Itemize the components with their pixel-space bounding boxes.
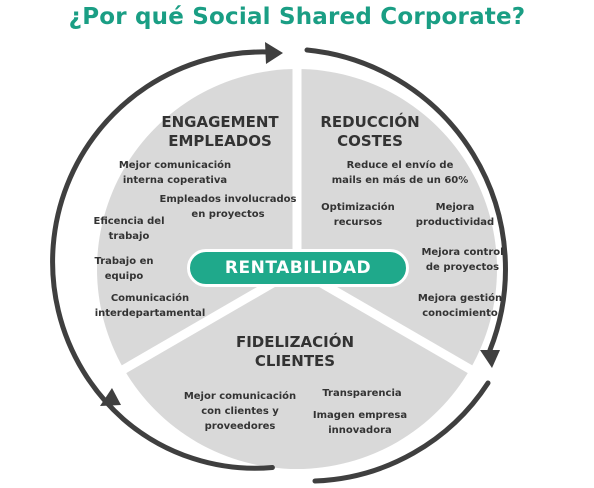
item-fidelizacion-3: Imagen empresa innovadora [312, 410, 408, 436]
item-reduccion-2: Optimización recursos [321, 202, 395, 228]
item-fidelizacion-2: Transparencia [322, 388, 402, 399]
item-fidelizacion-1: Mejor comunicación con clientes y provee… [183, 391, 297, 432]
page-title: ¿Por qué Social Shared Corporate? [68, 4, 526, 30]
item-reduccion-5: Mejora gestión conocimiento [417, 293, 503, 319]
item-engagement-5: Comunicación interdepartamental [94, 293, 206, 319]
cycle-arrow-left [50, 49, 275, 471]
item-reduccion-3: Mejora productividad [415, 202, 495, 228]
heading-engagement: ENGAGEMENT EMPLEADOS [161, 113, 279, 150]
center-pill: RENTABILIDAD [187, 249, 409, 287]
item-engagement-2: Empleados involucrados en proyectos [159, 194, 297, 220]
item-engagement-4: Trabajo en equipo [94, 256, 154, 282]
arrow-head-icon [265, 42, 283, 64]
center-label: RENTABILIDAD [224, 258, 372, 278]
arrow-head-icon [480, 350, 500, 368]
cycle-arrow-bottom [312, 380, 491, 484]
heading-reduccion: REDUCCIÓN COSTES [320, 113, 420, 150]
item-engagement-1: Mejor comunicación interna coperativa [118, 160, 232, 186]
arrow-head-icon [100, 388, 121, 406]
cycle-arrow-right [304, 47, 508, 353]
item-engagement-3: Eficencia del trabajo [93, 216, 165, 242]
segment-fidelizacion [123, 269, 471, 469]
item-reduccion-4: Mejora control de proyectos [421, 247, 504, 273]
item-reduccion-1: Reduce el envío de mails en más de un 60… [331, 160, 469, 186]
heading-fidelizacion: FIDELIZACIÓN CLIENTES [235, 333, 355, 370]
